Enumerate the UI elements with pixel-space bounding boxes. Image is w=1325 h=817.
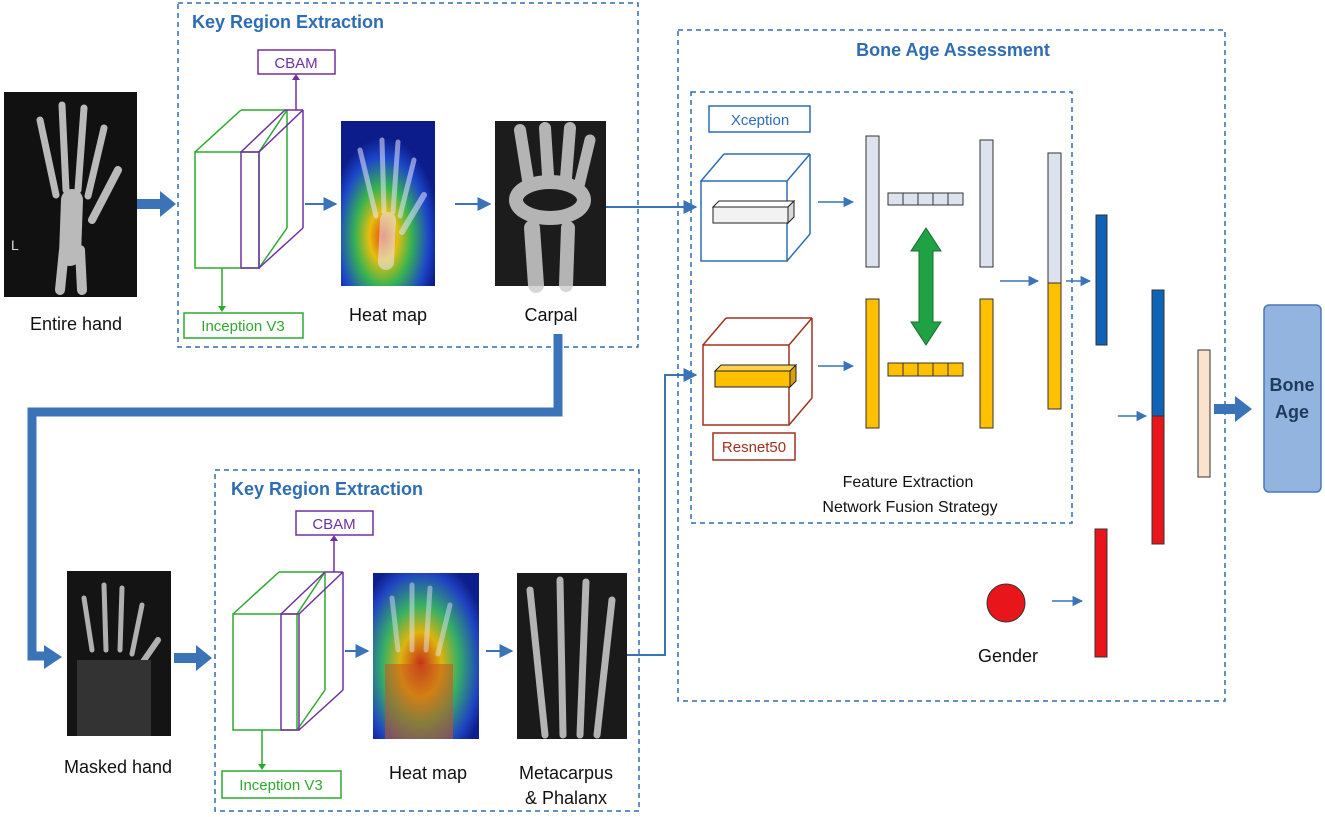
thick-arrow-entire-to-extraction bbox=[137, 191, 176, 217]
gender-label: Gender bbox=[978, 646, 1038, 666]
xception-cube bbox=[700, 153, 811, 262]
xception-pooled-cells bbox=[887, 192, 964, 206]
concat-vector-gray-part bbox=[1047, 152, 1062, 284]
resnet-feature-vector-left bbox=[865, 298, 880, 429]
resnet-box bbox=[712, 432, 796, 461]
fusion-label-line2: Network Fusion Strategy bbox=[822, 499, 997, 516]
concat-vector-yellow-part bbox=[1047, 282, 1062, 410]
output-vector-peach bbox=[1197, 349, 1211, 478]
bone-age-output-box bbox=[1263, 304, 1322, 493]
metacarpus-phalanx-xray bbox=[517, 573, 627, 739]
fusion-label-line1: Feature Extraction bbox=[843, 474, 974, 491]
heat-map-image-bottom bbox=[373, 573, 479, 739]
assessment-title: Bone Age Assessment bbox=[856, 40, 1050, 60]
inception-label-top: Inception V3 bbox=[201, 318, 284, 335]
bottom-region-panel bbox=[214, 469, 640, 812]
carpal-xray bbox=[495, 121, 606, 293]
gender-circle bbox=[986, 583, 1026, 623]
bottom-region-title: Key Region Extraction bbox=[231, 479, 423, 499]
heat-map-label-bottom: Heat map bbox=[389, 763, 467, 783]
inception-label-bottom: Inception V3 bbox=[239, 777, 322, 794]
cbam-box-bottom bbox=[295, 510, 374, 536]
inception-cube-bottom bbox=[232, 571, 326, 731]
carpal-label: Carpal bbox=[524, 305, 577, 325]
xception-label: Xception bbox=[731, 112, 789, 129]
resnet-feature-slab bbox=[713, 363, 798, 389]
heat-map-label-top: Heat map bbox=[349, 305, 427, 325]
metacarpus-label-line1: Metacarpus bbox=[519, 763, 613, 783]
resnet-feature-vector-right bbox=[979, 298, 994, 429]
gender-feature-bar-red bbox=[1094, 528, 1108, 658]
arrow-metacarpus-to-resnet bbox=[627, 368, 698, 656]
masked-hand-label: Masked hand bbox=[64, 757, 172, 777]
assessment-panel bbox=[677, 29, 1226, 702]
fusion-double-arrow bbox=[910, 227, 942, 346]
metacarpus-label-line2: & Phalanx bbox=[525, 788, 607, 808]
xception-feature-slab bbox=[711, 199, 796, 225]
xception-feature-vector-left bbox=[865, 135, 880, 268]
thick-arrow-to-bone-age bbox=[1214, 396, 1252, 422]
thick-arrow-masked-to-extraction bbox=[174, 645, 212, 671]
masked-hand-xray bbox=[67, 571, 171, 736]
image-feature-bar-blue bbox=[1095, 214, 1108, 346]
resnet-cube bbox=[702, 317, 813, 426]
inception-box-bottom bbox=[221, 770, 342, 799]
resnet-label: Resnet50 bbox=[722, 439, 786, 456]
fusion-panel bbox=[690, 91, 1073, 524]
combined-vector-red bbox=[1151, 415, 1165, 545]
svg-text:L: L bbox=[11, 237, 19, 253]
entire-hand-xray: L bbox=[4, 92, 137, 297]
cbam-slab-bottom bbox=[280, 571, 344, 731]
top-region-title: Key Region Extraction bbox=[192, 12, 384, 32]
inception-box-top bbox=[183, 312, 304, 339]
top-region-panel bbox=[177, 2, 639, 348]
cbam-box-top bbox=[257, 49, 336, 75]
combined-vector-blue bbox=[1151, 289, 1165, 417]
cbam-label-top: CBAM bbox=[274, 55, 317, 72]
xception-box bbox=[708, 105, 811, 133]
bone-age-label-line2: Age bbox=[1275, 402, 1309, 422]
cbam-label-bottom: CBAM bbox=[312, 516, 355, 533]
xception-feature-vector-right bbox=[979, 139, 994, 268]
resnet-pooled-cells bbox=[887, 362, 964, 377]
heat-map-image-top bbox=[341, 121, 435, 286]
bone-age-label-line1: Bone bbox=[1270, 375, 1315, 395]
thick-arrow-carpal-to-masked bbox=[27, 334, 563, 669]
entire-hand-label: Entire hand bbox=[30, 314, 122, 334]
cbam-slab-top bbox=[240, 109, 304, 269]
